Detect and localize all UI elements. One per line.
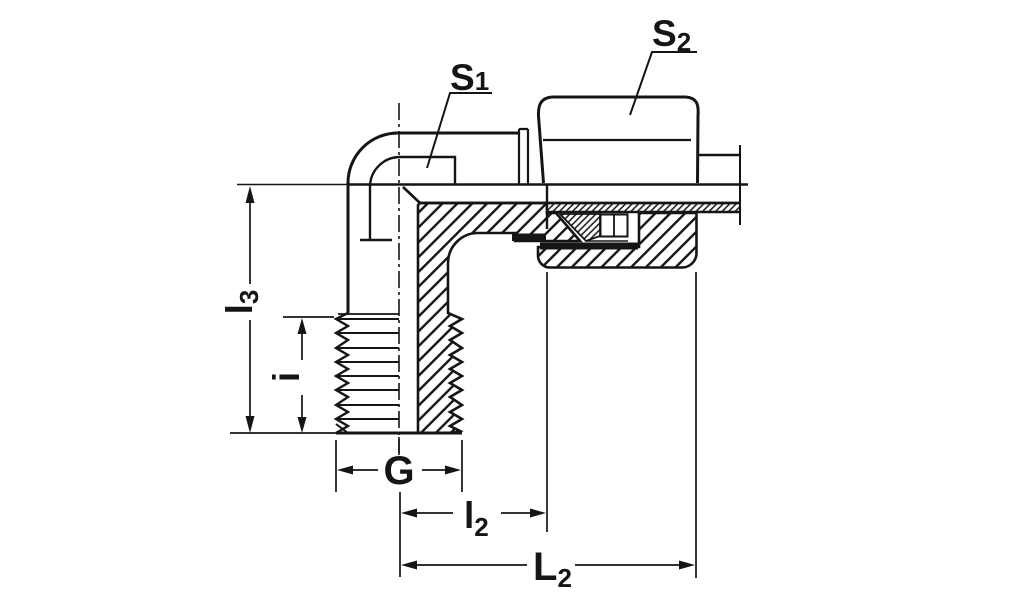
dimension-l3: l3 [219,186,336,434]
nut-section-hatched [536,211,698,269]
arrowhead-right [679,560,695,570]
cutting-ring-section [557,213,629,243]
port-chamfer-line [402,186,421,204]
arrowhead-down [245,416,255,433]
thread-crest-lines [337,318,399,420]
g-label: G [383,449,414,493]
i-label: i [266,372,307,382]
dimension-l2: l2 [398,272,548,577]
s2-label: S2 [652,13,691,57]
L2-label: L2 [533,545,572,593]
nut-female-thread-section [540,242,638,250]
s2-callout: S2 [629,13,697,116]
dimension-G: G [335,440,463,493]
s2-leader-line [629,51,697,116]
arrowhead-left [401,560,417,570]
body-male-thread-section [512,233,546,241]
s1-callout: S1 [426,57,492,169]
body-thread-relief-lines [517,127,530,184]
elbow-body-outline [346,127,530,313]
dimension-L2: L2 [401,272,697,593]
body-section-hatched [416,201,583,435]
arrowhead-up [245,186,255,203]
arrowhead-right [530,508,546,518]
arrowhead-up [297,318,307,334]
tube-outline [698,145,741,225]
l2-label: l2 [464,495,489,542]
arrowhead-down [297,417,307,433]
compression-nut-outline [536,95,700,184]
l3-label: l3 [219,290,264,315]
extension-lines [335,440,463,492]
arrowhead-left [337,465,353,475]
s1-label: S1 [450,57,489,98]
male-thread-external-view [333,311,462,435]
arrowhead-right [445,465,461,475]
arrowhead-left [401,508,417,518]
dimension-i: i [266,316,334,433]
s1-leader-line [426,92,492,169]
